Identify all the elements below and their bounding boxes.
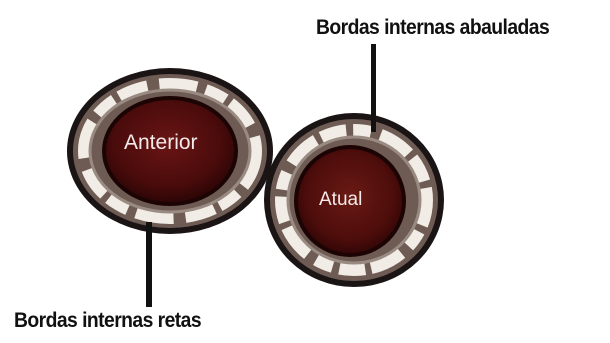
label-curved-inner-edges: Bordas internas abauladas xyxy=(316,16,549,40)
ring-previous-label: Anterior xyxy=(124,131,198,155)
pointer-line-top xyxy=(371,44,376,132)
label-straight-inner-edges: Bordas internas retas xyxy=(14,309,201,333)
pointer-line-bottom xyxy=(146,222,152,307)
ring-current-label: Atual xyxy=(319,189,362,211)
